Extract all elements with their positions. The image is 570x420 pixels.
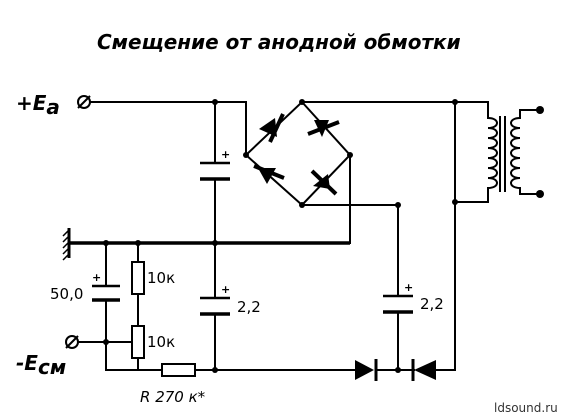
bridge-diode-lower-left <box>253 164 285 184</box>
capacitor-right-plus: + <box>404 281 413 294</box>
watermark: ldsound.ru <box>494 401 558 415</box>
resistor-upper-10k <box>131 261 145 295</box>
bridge-diode-upper-left <box>259 113 285 143</box>
rectifier-diode-left <box>355 359 378 381</box>
bridge-diode-upper-right <box>307 120 340 137</box>
capacitor-bias-plus: + <box>92 271 101 284</box>
secondary-terminal-bottom <box>536 190 544 198</box>
anode-label-sub: a <box>46 95 60 119</box>
capacitor-bias-value: 50,0 <box>50 285 83 303</box>
anode-terminal-label: +Ea <box>16 91 60 119</box>
bias-terminal-label: -Eсм <box>16 351 66 379</box>
capacitor-bias-50uF: + <box>92 271 120 302</box>
resistor-series-270k <box>161 363 196 377</box>
capacitor-right-value: 2,2 <box>420 295 444 313</box>
anode-terminal <box>77 95 91 109</box>
bridge-diode-lower-right <box>310 169 338 196</box>
potentiometer-value: 10к <box>147 333 175 351</box>
diode-bridge <box>244 100 352 207</box>
diagram-title: Смещение от анодной обмотки <box>97 30 461 54</box>
resistor-series-label: R 270 к* <box>140 388 206 406</box>
transformer <box>486 106 544 198</box>
anode-label-main: +E <box>16 91 47 115</box>
ground-icon <box>62 228 71 261</box>
bias-label-sub: см <box>38 355 66 379</box>
secondary-terminal-top <box>536 106 544 114</box>
capacitor-right-2-2: + <box>383 281 413 314</box>
rectifier-diode-right <box>411 359 436 381</box>
capacitor-mid-plus: + <box>221 283 230 296</box>
resistor-upper-value: 10к <box>147 269 175 287</box>
junction-dots <box>103 99 458 373</box>
capacitor-mid-2-2: + <box>200 283 230 316</box>
wires <box>69 101 489 371</box>
bias-terminal <box>65 335 79 349</box>
capacitor-top-plus: + <box>221 148 230 161</box>
capacitor-top: + <box>200 148 230 181</box>
potentiometer-10k <box>131 325 145 359</box>
bias-label-main: -E <box>16 351 38 375</box>
capacitor-mid-value: 2,2 <box>237 298 261 316</box>
